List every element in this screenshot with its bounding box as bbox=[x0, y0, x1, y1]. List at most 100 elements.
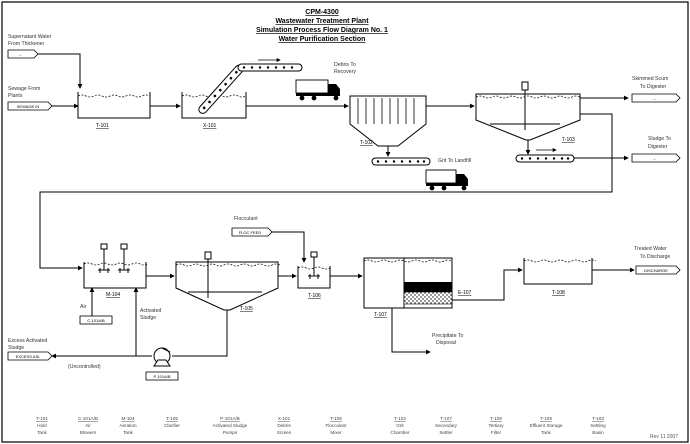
excess-sludge-outlet[interactable]: Excess Activated Sludge EXCESS ASL bbox=[7, 338, 53, 361]
legend-name-1: Debris bbox=[277, 423, 291, 428]
debris-label-1: Debris To bbox=[334, 62, 356, 68]
sewage-label-1: Sewage From bbox=[8, 86, 40, 92]
supernatant-inlet[interactable]: Supernatant Water From Thickener → bbox=[7, 34, 52, 59]
precipitate-label-1: Precipitate To bbox=[432, 333, 463, 339]
legend-name-1: Secondary bbox=[435, 423, 458, 428]
sludge-outlet[interactable]: Sludge To Digester → bbox=[631, 136, 681, 163]
skimmed-label-1: Skimmed Scum bbox=[632, 76, 668, 82]
skimmed-scum-outlet[interactable]: Skimmed Scum To Digester → bbox=[631, 76, 681, 103]
legend-tag: X-101 bbox=[278, 416, 291, 421]
legend-name-2: Tank bbox=[123, 430, 133, 435]
hold-tank-t101[interactable]: T-101 bbox=[77, 92, 151, 129]
legend-tag: T-103 bbox=[592, 416, 604, 421]
legend-name-2: Tank bbox=[541, 430, 551, 435]
excess-label-1: Excess Activated bbox=[8, 338, 47, 344]
legend-tag: T-108 bbox=[490, 416, 502, 421]
svg-text:EXCESS ASL: EXCESS ASL bbox=[16, 354, 41, 359]
legend-name-2: Screen bbox=[277, 430, 292, 435]
sludge-label-1: Sludge To bbox=[648, 136, 671, 142]
legend-name-1: Grit bbox=[396, 423, 404, 428]
legend-tag: T-101 bbox=[36, 416, 48, 421]
t106-tag: T-106 bbox=[308, 293, 321, 299]
svg-text:DISCHARGE: DISCHARGE bbox=[644, 268, 668, 273]
flocculant-label: Flocculant bbox=[234, 216, 258, 222]
footer-note: Rev 11 2007 bbox=[650, 434, 678, 440]
activated-label-1: Activated bbox=[140, 308, 161, 314]
legend-name-1: Hold bbox=[37, 423, 47, 428]
legend-name-2: Settler bbox=[439, 430, 453, 435]
title-block: CPM-4300 Wastewater Treatment Plant Simu… bbox=[256, 9, 388, 43]
treated-label-2: To Discharge bbox=[640, 254, 670, 260]
secondary-settler-t107[interactable]: T-107 E-107 bbox=[363, 257, 472, 318]
air-blowers-c101[interactable]: Air C-101A/B bbox=[79, 287, 113, 325]
legend-tag: T-107 bbox=[440, 416, 452, 421]
legend-tag: T-106 bbox=[330, 416, 342, 421]
legend-tag: C-101A/B bbox=[78, 416, 98, 421]
grit-chamber-t102[interactable]: T-102 bbox=[349, 95, 427, 147]
svg-text:FLOC FEED: FLOC FEED bbox=[239, 230, 262, 235]
title-line-2: Wastewater Treatment Plant bbox=[275, 18, 369, 25]
legend-name-1: Effluent Storage bbox=[530, 423, 563, 428]
equipment-legend: T-101HoldTankC-101A/BAirBlowersM-104Aera… bbox=[36, 416, 606, 435]
legend-name-2: Filter bbox=[491, 430, 502, 435]
legend-name-2: Basin bbox=[592, 430, 604, 435]
e107-tag: E-107 bbox=[458, 290, 472, 296]
title-line-1: CPM-4300 bbox=[305, 9, 339, 16]
t101-tag: T-101 bbox=[96, 123, 109, 129]
svg-text:C-101A/B: C-101A/B bbox=[87, 318, 105, 323]
legend-name-2: Blowers bbox=[80, 430, 97, 435]
svg-text:→: → bbox=[652, 156, 656, 161]
t102-tag: T-102 bbox=[360, 140, 373, 146]
uncontrolled-label: (Uncontrolled) bbox=[68, 364, 101, 370]
legend-name-1: Aeration bbox=[119, 423, 137, 428]
sludge-label-2: Digester bbox=[648, 144, 668, 150]
t103-tag: T-103 bbox=[562, 137, 575, 143]
m104-tag: M-104 bbox=[106, 292, 120, 298]
activated-sludge-pump-p101[interactable]: P-101A/B bbox=[145, 347, 179, 381]
svg-text:P-101A/B: P-101A/B bbox=[153, 374, 170, 379]
legend-name-1: Flocculant bbox=[326, 423, 348, 428]
legend-name-1: Settling bbox=[590, 423, 606, 428]
sewage-inlet[interactable]: Sewage From Plants SEWAGE IN bbox=[7, 86, 53, 111]
legend-name-1: Tertiary bbox=[488, 423, 504, 428]
treated-water-outlet[interactable]: Treated Water To Discharge DISCHARGE bbox=[634, 246, 681, 275]
svg-text:→: → bbox=[18, 52, 22, 57]
x101-tag: X-101 bbox=[203, 123, 217, 129]
t105-tag: T-105 bbox=[240, 306, 253, 312]
precipitate-label-2: Disposal bbox=[436, 340, 456, 346]
legend-name-1: Air bbox=[85, 423, 91, 428]
grit-label: Grit To Landfill bbox=[438, 158, 471, 164]
clarifier-t105[interactable]: T-105 bbox=[175, 251, 281, 312]
settling-basin-t103[interactable]: T-103 bbox=[475, 81, 581, 143]
debris-truck bbox=[295, 79, 340, 101]
t107-tag: T-107 bbox=[374, 312, 387, 318]
legend-name-1: Activated Sludge bbox=[213, 423, 248, 428]
grit-truck bbox=[425, 169, 468, 191]
legend-tag: T-102 bbox=[394, 416, 406, 421]
svg-text:→: → bbox=[652, 96, 656, 101]
grit-conveyor bbox=[371, 157, 431, 166]
flocculant-inlet[interactable]: Flocculant FLOC FEED bbox=[231, 216, 273, 237]
sewage-label-2: Plants bbox=[8, 93, 23, 99]
aeration-tank-m104[interactable]: M-104 bbox=[83, 243, 149, 298]
supernatant-label-1: Supernatant Water bbox=[8, 34, 52, 40]
flocculant-mixer-t106[interactable]: T-106 bbox=[297, 251, 331, 299]
legend-tag: T-105 bbox=[166, 416, 178, 421]
tertiary-filter-t108[interactable]: T-108 bbox=[523, 258, 597, 296]
skimmed-label-2: To Digester bbox=[640, 84, 667, 90]
debris-screen-x101[interactable]: X-101 bbox=[181, 64, 247, 129]
legend-tag: P-101A/B bbox=[220, 416, 240, 421]
legend-tag: T-109 bbox=[540, 416, 552, 421]
